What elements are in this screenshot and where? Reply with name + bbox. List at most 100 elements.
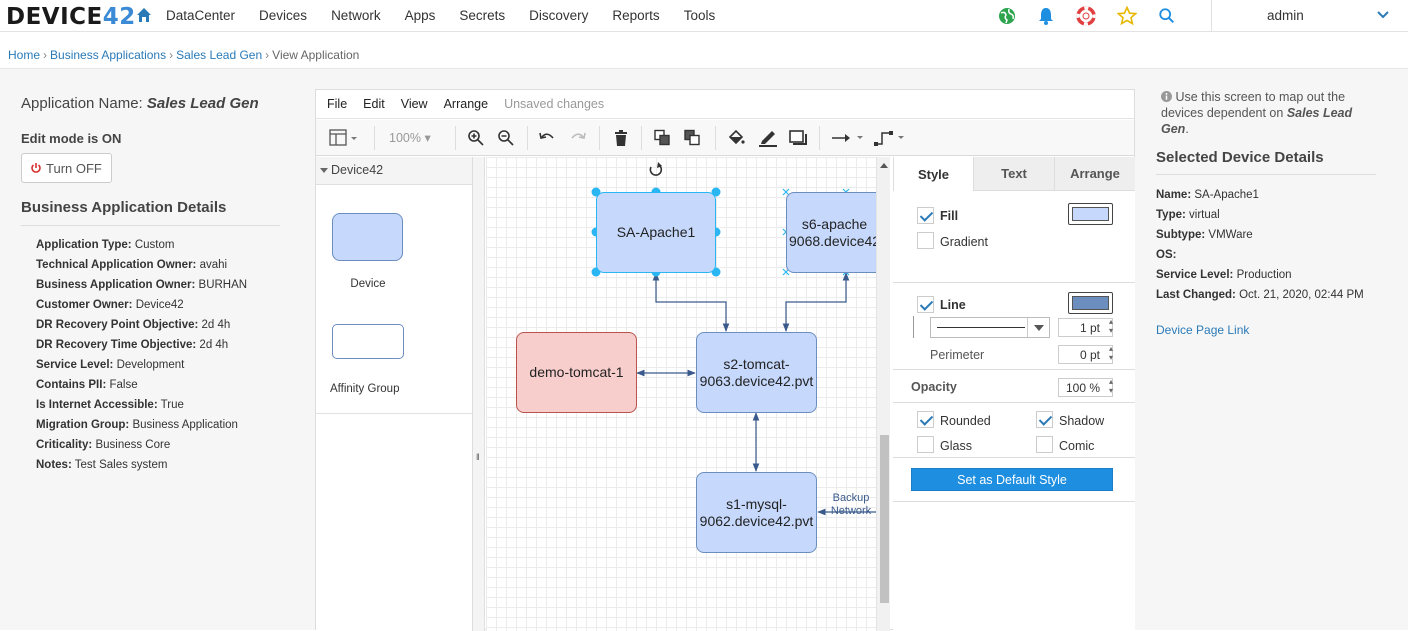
palette-splitter[interactable] — [473, 157, 485, 631]
divider — [1156, 174, 1376, 175]
breadcrumb-home[interactable]: Home — [8, 48, 41, 62]
chevron-down-icon[interactable] — [1376, 8, 1390, 22]
toolbar-separator — [527, 126, 528, 150]
star-icon[interactable] — [1117, 6, 1137, 26]
power-icon — [31, 163, 41, 173]
node-s1-mysql[interactable]: s1-mysql-9062.device42.pvt — [696, 472, 817, 553]
home-icon[interactable] — [136, 7, 152, 23]
divider — [893, 501, 1135, 502]
menu-edit[interactable]: Edit — [363, 97, 385, 111]
format-tabs: Style Text Arrange — [893, 157, 1135, 191]
gradient-label: Gradient — [940, 235, 988, 249]
selected-device-title: Selected Device Details — [1156, 149, 1324, 166]
main-nav: DataCenter Devices Network Apps Secrets … — [166, 8, 739, 23]
format-panel-toggle-icon[interactable] — [329, 129, 359, 147]
nav-secrets[interactable]: Secrets — [459, 8, 506, 23]
line-label: Line — [940, 298, 966, 312]
shadow-checkbox[interactable] — [1036, 411, 1053, 428]
tab-arrange[interactable]: Arrange — [1054, 157, 1135, 191]
nav-datacenter[interactable]: DataCenter — [166, 8, 236, 23]
scrollbar-thumb[interactable] — [880, 435, 889, 603]
node-sa-apache1[interactable]: SA-Apache1 — [596, 192, 716, 273]
triangle-down-icon — [320, 168, 328, 173]
gradient-checkbox[interactable] — [917, 232, 934, 249]
line-width-input[interactable]: 1 pt — [1058, 317, 1113, 337]
nav-discovery[interactable]: Discovery — [529, 8, 589, 23]
to-front-icon[interactable] — [654, 129, 671, 147]
breadcrumb-app[interactable]: Sales Lead Gen — [176, 48, 263, 62]
comic-checkbox[interactable] — [1036, 436, 1053, 453]
splitter-grip-icon[interactable]: ‖ — [476, 452, 480, 462]
detail-row: Criticality: Business Core — [36, 439, 171, 451]
perimeter-input[interactable]: 0 pt — [1058, 344, 1113, 364]
edge-apache-s2[interactable] — [652, 272, 730, 332]
edit-mode-status: Edit mode is ON — [21, 131, 122, 146]
indent-guide — [913, 316, 914, 338]
comic-label: Comic — [1059, 439, 1095, 453]
nav-network[interactable]: Network — [331, 8, 381, 23]
turn-off-button[interactable]: Turn OFF — [21, 153, 112, 183]
scroll-up-icon[interactable] — [880, 163, 888, 168]
nav-devices[interactable]: Devices — [259, 8, 308, 23]
edge-s6-s2[interactable] — [782, 272, 850, 332]
fill-color-swatch[interactable] — [1068, 203, 1113, 225]
glass-checkbox[interactable] — [917, 436, 934, 453]
nav-reports[interactable]: Reports — [612, 8, 660, 23]
breadcrumb-business-applications[interactable]: Business Applications — [50, 48, 167, 62]
node-s2-tomcat[interactable]: s2-tomcat-9063.device42.pvt — [696, 332, 817, 413]
zoom-level[interactable]: 100% ▾ — [389, 131, 431, 145]
palette-affinity-group-shape[interactable] — [332, 324, 404, 359]
nav-tools[interactable]: Tools — [683, 8, 716, 23]
device-page-link[interactable]: Device Page Link — [1156, 323, 1250, 337]
device-field-row: Type: virtual — [1156, 209, 1220, 221]
rounded-checkbox[interactable] — [917, 411, 934, 428]
bell-icon[interactable] — [1036, 6, 1056, 26]
line-checkbox[interactable] — [917, 296, 934, 313]
fill-color-icon[interactable] — [727, 129, 745, 147]
menu-view[interactable]: View — [400, 97, 428, 111]
line-color-swatch[interactable] — [1068, 292, 1113, 314]
toolbar-separator — [819, 126, 820, 150]
palette-device-shape[interactable] — [332, 213, 403, 261]
menu-file[interactable]: File — [327, 97, 348, 111]
detail-row: DR Recovery Time Objective: 2d 4h — [36, 339, 229, 351]
menu-arrange[interactable]: Arrange — [443, 97, 489, 111]
node-demo-tomcat-1[interactable]: demo-tomcat-1 — [516, 332, 637, 413]
globe-icon[interactable] — [997, 6, 1017, 26]
tab-style[interactable]: Style — [893, 157, 973, 191]
set-default-style-button[interactable]: Set as Default Style — [911, 468, 1113, 491]
waypoint-icon[interactable] — [874, 129, 908, 147]
line-color-icon[interactable] — [758, 129, 778, 147]
canvas-vertical-scrollbar[interactable] — [876, 157, 890, 631]
shape-palette: Device42 Device Affinity Group — [316, 157, 473, 631]
perimeter-label: Perimeter — [930, 348, 985, 362]
nav-apps[interactable]: Apps — [404, 8, 436, 23]
lifebuoy-icon[interactable] — [1076, 6, 1096, 26]
user-menu[interactable]: admin — [1267, 8, 1304, 23]
palette-section-device42[interactable]: Device42 — [316, 157, 472, 185]
toolbar-separator — [641, 126, 642, 150]
info-icon — [1161, 91, 1172, 102]
undo-icon[interactable] — [538, 129, 556, 147]
opacity-input[interactable]: 100 % — [1058, 377, 1113, 397]
toolbar-separator — [374, 126, 375, 150]
zoom-in-icon[interactable] — [467, 129, 485, 147]
fill-checkbox[interactable] — [917, 207, 934, 224]
line-pattern-select[interactable] — [930, 317, 1050, 338]
search-icon[interactable] — [1158, 6, 1176, 26]
to-back-icon[interactable] — [684, 129, 701, 147]
tab-text[interactable]: Text — [973, 157, 1054, 191]
format-panel: Style Text Arrange Fill Gradient Line 1 … — [893, 157, 1135, 631]
device42-logo[interactable]: DEVICE42 — [6, 4, 136, 30]
shadow-icon[interactable] — [789, 129, 807, 147]
device-field-row: OS: — [1156, 249, 1177, 261]
connection-arrow-icon[interactable] — [831, 129, 865, 147]
redo-icon[interactable] — [569, 129, 587, 147]
delete-icon[interactable] — [613, 129, 629, 147]
rotate-handle-icon[interactable] — [649, 162, 663, 176]
zoom-out-icon[interactable] — [497, 129, 515, 147]
detail-row: Customer Owner: Device42 — [36, 299, 184, 311]
